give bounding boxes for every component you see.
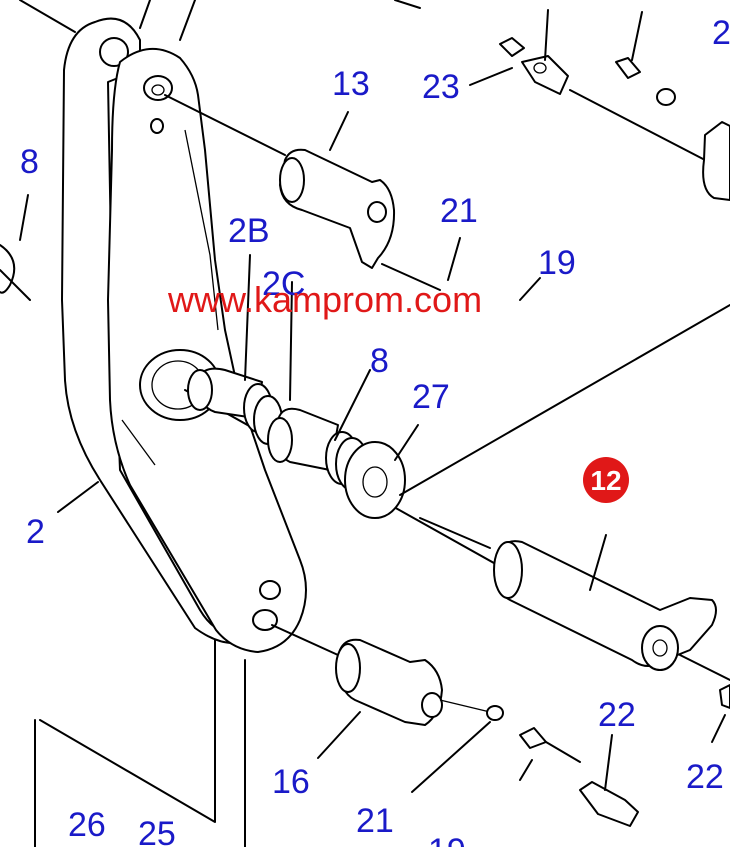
callout-8-mid: 8 bbox=[370, 342, 389, 380]
callout-22-edge: 22 bbox=[686, 758, 724, 796]
callout-8-left: 8 bbox=[20, 143, 39, 181]
watermark-text: www.kamprom.com bbox=[167, 279, 482, 320]
callout-21-bottom: 21 bbox=[356, 802, 394, 840]
highlight-circle bbox=[583, 457, 629, 503]
arm-plate bbox=[61, 17, 307, 653]
callout-13: 13 bbox=[332, 65, 370, 103]
callout-19-bottom: 19 bbox=[428, 832, 466, 847]
pin-13 bbox=[164, 94, 441, 291]
highlight-badge-12: 12 bbox=[583, 457, 629, 503]
callout-27: 27 bbox=[412, 378, 450, 416]
callout-26: 26 bbox=[68, 806, 106, 844]
callout-labels: 13 23 2 8 2B 21 19 2C 8 27 2 16 21 22 22… bbox=[20, 14, 730, 847]
callout-19: 19 bbox=[538, 244, 576, 282]
callout-22-right: 22 bbox=[598, 696, 636, 734]
top-right-hardware bbox=[499, 9, 730, 201]
pin-12 bbox=[419, 517, 730, 709]
callout-2C: 2C bbox=[262, 265, 305, 303]
pin-16 bbox=[271, 624, 639, 827]
leader-lines bbox=[19, 67, 726, 793]
highlight-label: 12 bbox=[590, 465, 621, 496]
callout-2-top: 2 bbox=[712, 14, 730, 52]
callout-23: 23 bbox=[422, 68, 460, 106]
spacer-stack bbox=[184, 304, 730, 601]
context-lines bbox=[0, 0, 421, 847]
callout-16: 16 bbox=[272, 763, 310, 801]
callout-2: 2 bbox=[26, 513, 45, 551]
callout-25: 25 bbox=[138, 815, 176, 847]
callout-2B: 2B bbox=[228, 212, 270, 250]
callout-21-top: 21 bbox=[440, 192, 478, 230]
